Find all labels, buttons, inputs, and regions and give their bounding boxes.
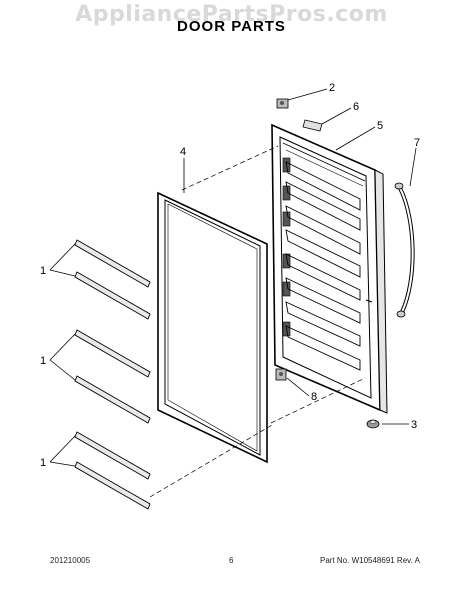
- nameplate: [302, 119, 323, 132]
- callout-8: 8: [311, 391, 317, 403]
- footer-page-number: 6: [229, 556, 234, 565]
- footer-part-number: Part No. W10548691 Rev. A: [320, 556, 420, 565]
- door-liner: [271, 123, 388, 414]
- assembly-alignment-lines: [149, 145, 366, 498]
- callout-1-top: 1: [40, 265, 46, 277]
- site-watermark: AppliancePartsPros.com: [75, 2, 388, 27]
- callout-leaders: [49, 88, 417, 467]
- callout-6: 6: [353, 101, 359, 113]
- callout-1-middle: 1: [40, 355, 46, 367]
- hinge-bushing: [366, 419, 380, 429]
- door-gasket: [157, 191, 268, 464]
- callout-3: 3: [411, 419, 417, 431]
- door-handle: [394, 182, 415, 318]
- footer-date-code: 201210005: [50, 556, 91, 565]
- diagram-title: DOOR PARTS: [177, 18, 286, 35]
- callout-5: 5: [377, 120, 383, 132]
- callout-4: 4: [180, 146, 186, 158]
- callout-2: 2: [329, 82, 335, 94]
- bottom-hinge-bracket: [275, 368, 287, 381]
- callout-7: 7: [414, 137, 420, 149]
- top-hinge-cap: [276, 98, 289, 109]
- callout-1-bottom: 1: [40, 457, 46, 469]
- shelf-trim-strips: [74, 239, 151, 510]
